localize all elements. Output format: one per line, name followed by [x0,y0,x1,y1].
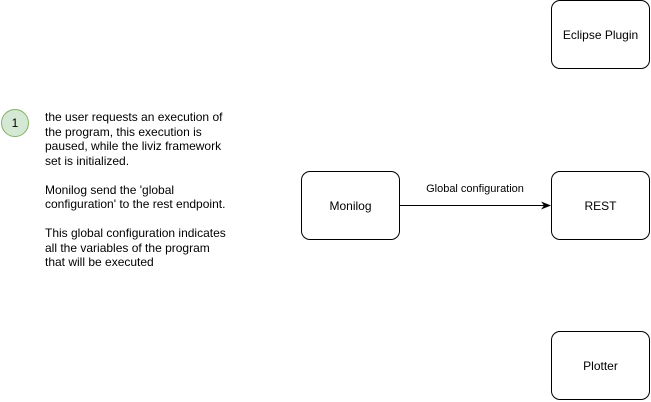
rest-node: REST [551,171,650,240]
step-description: the user requests an execution of the pr… [45,110,245,284]
eclipse-plugin-label: Eclipse Plugin [562,27,639,42]
rest-label: REST [584,198,617,213]
plotter-node: Plotter [551,331,650,400]
eclipse-plugin-node: Eclipse Plugin [551,0,650,69]
monilog-label: Monilog [329,198,372,213]
monilog-node: Monilog [301,171,400,240]
step-number-badge: 1 [1,109,29,137]
step-description-paragraph-1: the user requests an execution of the pr… [45,110,223,168]
step-description-paragraph-2: Monilog send the 'global configuration' … [45,182,226,212]
plotter-label: Plotter [583,358,618,373]
edge-label-global-configuration: Global configuration [400,183,550,195]
step-description-paragraph-3: This global configuration indicates all … [45,226,226,269]
